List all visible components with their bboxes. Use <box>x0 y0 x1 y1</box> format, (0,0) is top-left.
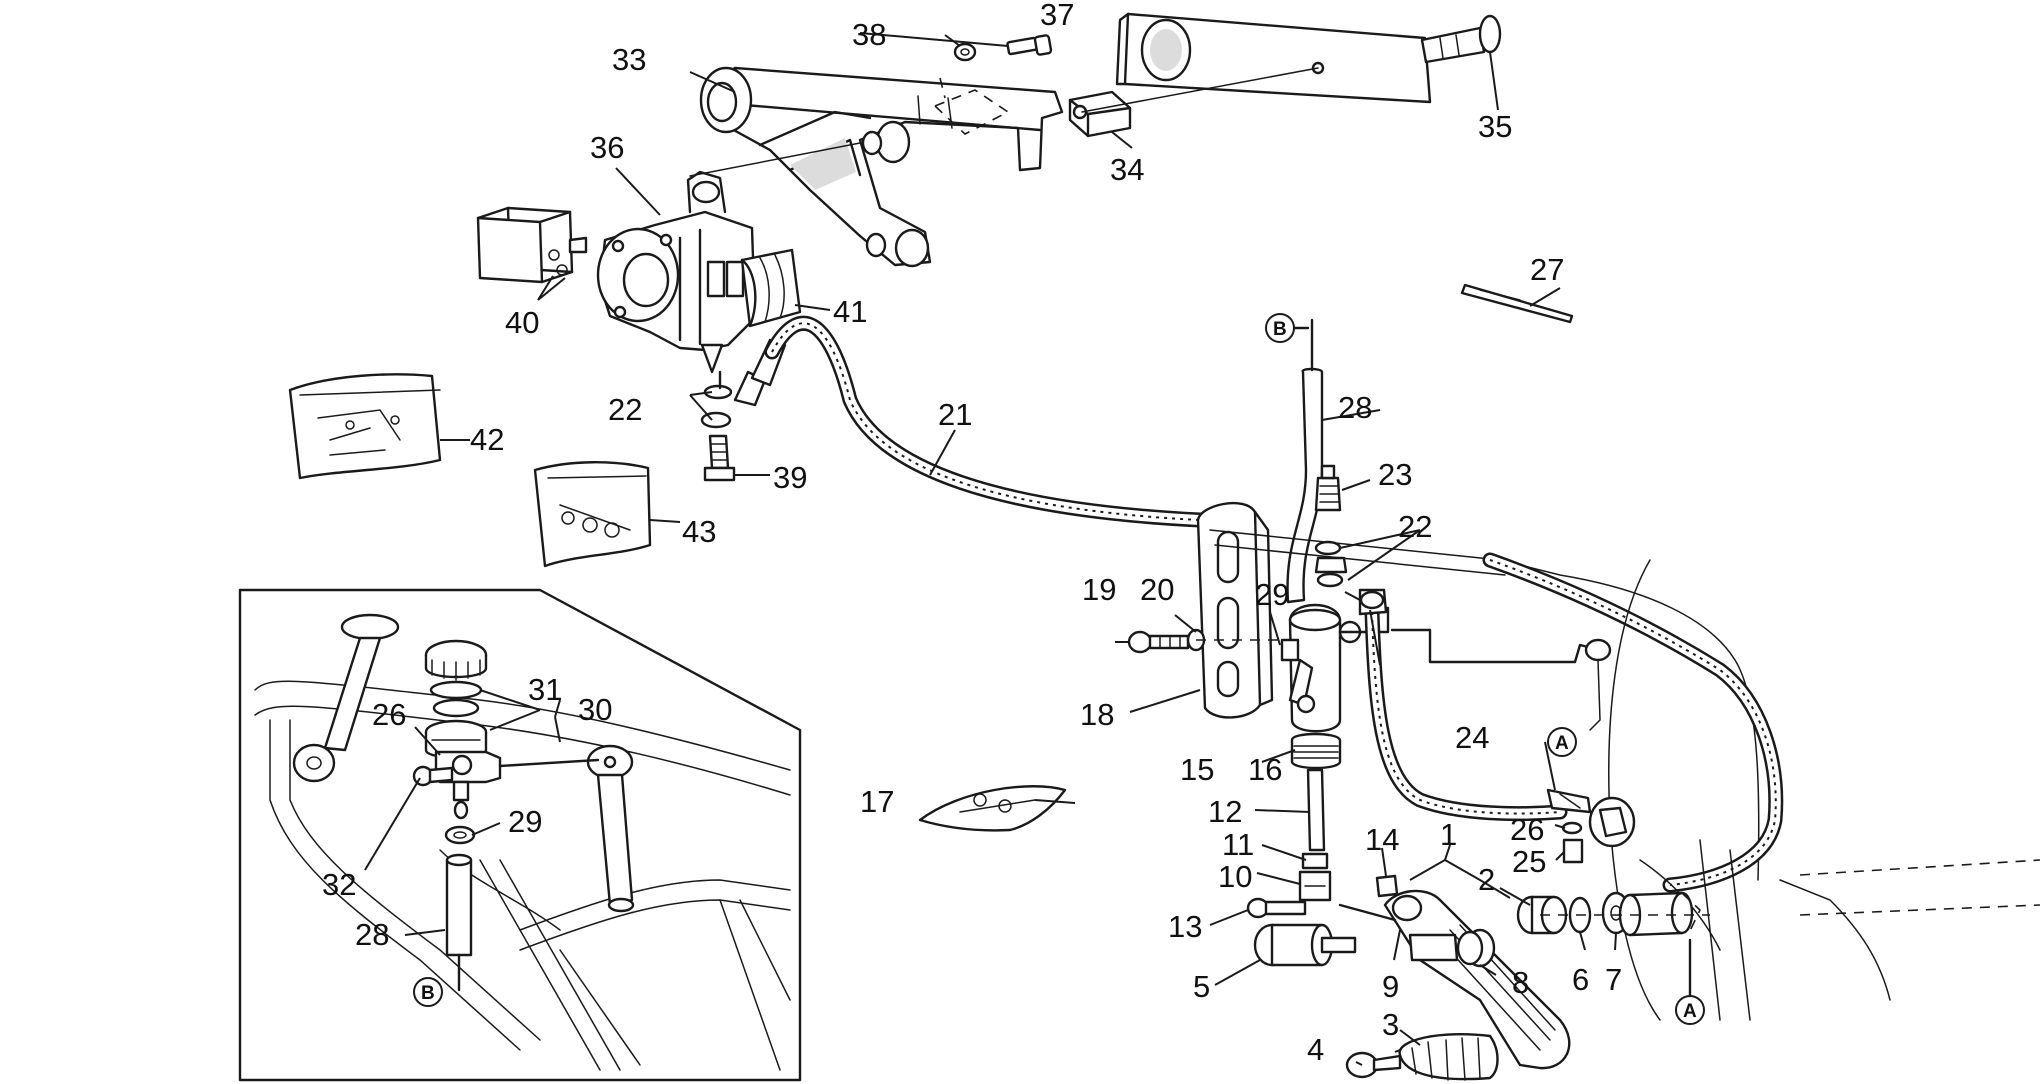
pedal-rubber-3 <box>1398 1033 1499 1081</box>
ref-marker-b-inset: B <box>413 977 443 1007</box>
svg-text:A: A <box>1683 1001 1697 1022</box>
callout-43: 43 <box>682 514 716 549</box>
callout-36: 36 <box>590 130 624 165</box>
callout-18: 18 <box>1080 697 1114 732</box>
nut-11 <box>1301 852 1329 870</box>
callout-41: 41 <box>833 294 867 329</box>
nut-14 <box>1375 874 1399 898</box>
callout-39: 39 <box>773 460 807 495</box>
brake-pads-40 <box>476 206 588 284</box>
callout-30: 30 <box>578 692 612 727</box>
callout-33: 33 <box>612 42 646 77</box>
callout-16: 16 <box>1248 752 1282 787</box>
brake-switch-24 <box>1546 788 1592 814</box>
hardware-kit-42 <box>288 373 442 480</box>
banjo-bolt-39 <box>700 384 736 482</box>
callout-8: 8 <box>1512 965 1529 1000</box>
hardware-kit-17 <box>918 785 1067 832</box>
boot-16 <box>1290 732 1342 770</box>
brake-light-switch-line <box>1364 604 1568 822</box>
brake-caliper-36 <box>596 170 757 374</box>
callout-11: 11 <box>1222 827 1254 862</box>
callout-34: 34 <box>1110 152 1144 187</box>
callout-35: 35 <box>1478 109 1512 144</box>
pin-35 <box>1420 14 1502 64</box>
fitting-29-upper <box>1358 588 1388 616</box>
ref-marker-b-top: B <box>1265 313 1310 343</box>
washer-38 <box>953 42 977 62</box>
svg-text:B: B <box>421 983 435 1004</box>
callout-17: 17 <box>860 784 894 819</box>
callout-26-switch: 26 <box>1510 812 1544 847</box>
bolt-19 <box>1127 630 1190 654</box>
callout-24: 24 <box>1455 720 1489 755</box>
bush-2 <box>1516 895 1568 935</box>
caliper-bracket <box>699 66 1064 268</box>
svg-text:B: B <box>1273 319 1287 340</box>
screw-37 <box>1006 34 1053 56</box>
callout-5: 5 <box>1193 969 1210 1004</box>
callout-14: 14 <box>1365 822 1399 857</box>
frame-outline <box>1209 529 2041 1021</box>
callout-27: 27 <box>1530 252 1564 287</box>
caliper-shield-41 <box>740 248 802 328</box>
callout-21: 21 <box>938 397 972 432</box>
callout-20: 20 <box>1140 572 1174 607</box>
brake-hose-21 <box>764 315 1208 528</box>
reference-markers: B B A A <box>413 313 1705 1025</box>
callout-12: 12 <box>1208 794 1242 829</box>
callout-37: 37 <box>1040 0 1074 32</box>
callout-22-caliper: 22 <box>608 392 642 427</box>
callout-7: 7 <box>1605 962 1622 997</box>
callout-19: 19 <box>1082 572 1116 607</box>
pushrod-12 <box>1306 768 1326 852</box>
callout-31: 31 <box>528 672 562 707</box>
leader-lines <box>364 32 1617 1066</box>
bushing-8 <box>1408 928 1496 968</box>
master-cylinder-15 <box>1280 603 1362 733</box>
svg-text:A: A <box>1555 733 1569 754</box>
callout-13: 13 <box>1168 909 1202 944</box>
washer-26-switch <box>1561 821 1583 835</box>
callout-28-main: 28 <box>1338 390 1372 425</box>
clip-27 <box>1460 283 1574 324</box>
callout-23: 23 <box>1378 457 1412 492</box>
callout-40: 40 <box>505 305 539 340</box>
screw-25 <box>1562 838 1584 864</box>
callout-42: 42 <box>470 422 504 457</box>
spacer-block-34 <box>1068 90 1132 138</box>
callout-6: 6 <box>1572 962 1589 997</box>
callout-26-inset: 26 <box>372 697 406 732</box>
callout-labels: 33 38 37 34 35 36 40 41 22 39 42 43 21 1… <box>322 0 1622 1067</box>
clevis-10 <box>1298 870 1332 902</box>
ref-marker-a-upper: A <box>1547 727 1577 757</box>
callout-4: 4 <box>1307 1032 1324 1067</box>
callout-15: 15 <box>1180 752 1214 787</box>
callout-28-inset: 28 <box>355 917 389 952</box>
callout-25: 25 <box>1512 844 1546 879</box>
callout-9: 9 <box>1382 969 1399 1004</box>
callout-29-main: 29 <box>1255 577 1289 612</box>
rear-mount-plate <box>1115 12 1432 104</box>
spacer-1 <box>1618 891 1701 937</box>
pedal-bolt-13 <box>1246 897 1307 919</box>
screw-4 <box>1345 1051 1402 1079</box>
callout-2: 2 <box>1478 862 1495 897</box>
callout-32: 32 <box>322 867 356 902</box>
callout-1: 1 <box>1440 817 1457 852</box>
reservoir-hose-28 <box>1286 318 1324 604</box>
hardware-kit-43 <box>533 461 652 568</box>
ref-marker-a-lower: A <box>1675 938 1705 1025</box>
pivot-pin-5 <box>1253 923 1357 967</box>
banjo-fitting-23 <box>1314 464 1342 512</box>
inset-detail-view <box>238 588 802 1082</box>
callout-3: 3 <box>1382 1007 1399 1042</box>
callout-10: 10 <box>1218 859 1252 894</box>
callout-22-master: 22 <box>1398 509 1432 544</box>
callout-29-inset: 29 <box>508 804 542 839</box>
callout-38: 38 <box>852 17 886 52</box>
